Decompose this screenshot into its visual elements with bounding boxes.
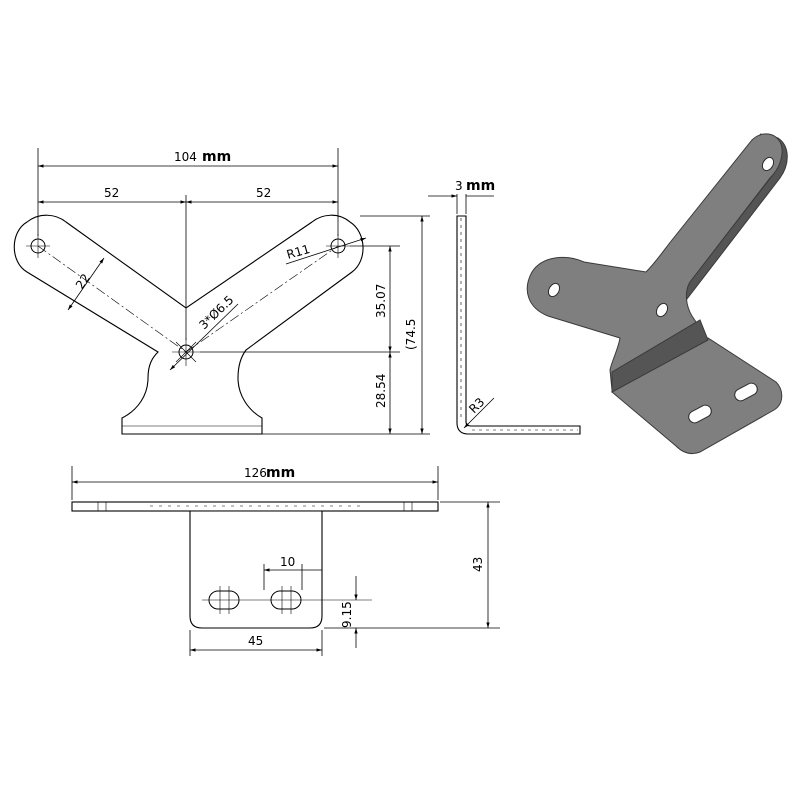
dim-43-value: 43 — [471, 557, 485, 572]
slot-center-marks — [202, 586, 372, 614]
dim-35-value: 35.07 — [374, 284, 388, 318]
iso-hole-left — [547, 282, 561, 298]
dim-r3-value: R3 — [466, 395, 487, 416]
dim-3-unit: mm — [466, 178, 495, 194]
iso-lower-flange — [611, 337, 783, 455]
dim-52-right-value: 52 — [256, 186, 271, 200]
dim-126-value: 126 — [244, 466, 267, 480]
dim-line-hole — [169, 303, 239, 371]
arm-centerline-right — [185, 245, 339, 353]
dim-r11-value: R11 — [285, 242, 312, 262]
iso-slot-left — [688, 404, 712, 424]
dim-line-r3 — [463, 397, 495, 429]
isometric-view — [526, 133, 788, 455]
dim-126-unit: mm — [266, 465, 295, 481]
side-view: 3 mm R3 — [428, 178, 581, 435]
dim-10-value: 10 — [280, 555, 295, 569]
bottom-view: 126 mm 10 45 43 9.15 — [71, 465, 500, 656]
iso-bend-shade — [611, 319, 709, 393]
dim-3-value: 3 — [455, 179, 463, 193]
dim-45-value: 45 — [248, 634, 263, 648]
dim-104-unit: mm — [202, 149, 231, 165]
bottom-plate-edge — [71, 501, 439, 512]
bottom-plate-hidden-lines — [97, 502, 413, 511]
iso-hole-top — [761, 156, 775, 172]
dim-915-value: 9.15 — [340, 601, 354, 628]
dim-74-value: (74.5 — [404, 319, 418, 350]
dim-52-left-value: 52 — [104, 186, 119, 200]
arm-centerline-left — [37, 245, 187, 353]
iso-upper-plate — [526, 133, 783, 391]
dim-line-22 — [67, 257, 105, 311]
iso-slot-right — [734, 382, 758, 402]
dim-104-value: 104 — [174, 150, 197, 164]
dim-line-r11 — [285, 237, 367, 265]
front-view-outline — [13, 214, 364, 435]
front-view: 104 mm 52 52 22 R11 3*Ø6.5 35.07 28.54 (… — [13, 148, 430, 435]
iso-hole-center — [655, 302, 669, 318]
dim-28-value: 28.54 — [374, 374, 388, 408]
